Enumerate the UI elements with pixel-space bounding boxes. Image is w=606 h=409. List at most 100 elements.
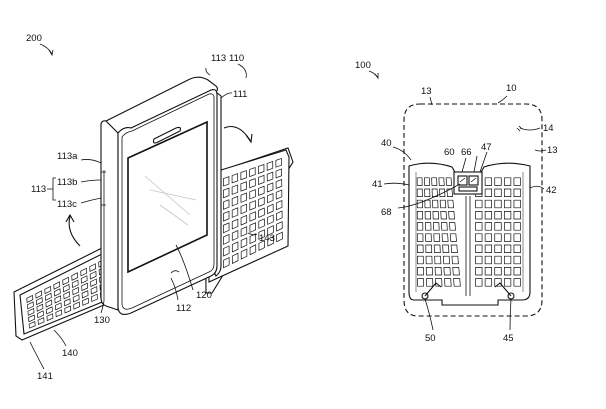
keyboard-key bbox=[240, 203, 248, 215]
keyboard-key bbox=[416, 177, 423, 186]
figure-ref-200: 200 bbox=[26, 33, 42, 44]
figure-200: 200 bbox=[13, 33, 294, 382]
keyboard-key bbox=[503, 199, 512, 209]
keyboard-key bbox=[484, 211, 493, 220]
keyboard-key bbox=[424, 211, 432, 220]
keyboard-key bbox=[28, 314, 35, 323]
keyboard-key bbox=[266, 182, 274, 193]
keyboard-key bbox=[431, 188, 438, 197]
keyboard-key bbox=[72, 294, 80, 303]
screen bbox=[127, 120, 208, 274]
keyboard-key bbox=[54, 295, 62, 304]
keyboard-key bbox=[416, 222, 424, 231]
keyboard-key bbox=[425, 244, 433, 253]
label-60: 60 bbox=[444, 147, 455, 158]
figure-ref-100: 100 bbox=[355, 60, 371, 71]
label-45: 45 bbox=[503, 333, 514, 344]
keyboard-key bbox=[249, 200, 256, 211]
earpiece bbox=[152, 126, 182, 144]
keyboard-key bbox=[441, 233, 449, 242]
keyboard-key bbox=[258, 174, 265, 185]
keyboard-key bbox=[445, 177, 453, 186]
keyboard-key bbox=[475, 222, 483, 231]
label-66: 66 bbox=[461, 147, 472, 158]
keyboard-key bbox=[35, 297, 43, 306]
label-113-top: 113 bbox=[211, 53, 226, 64]
keyboard-key bbox=[475, 278, 483, 287]
label-112: 112 bbox=[176, 303, 191, 314]
keyboard-key bbox=[258, 196, 265, 207]
keyboard-key bbox=[449, 233, 457, 242]
keyboard-key bbox=[484, 188, 493, 197]
keyboard-key bbox=[432, 222, 440, 231]
keyboard-key bbox=[275, 157, 282, 168]
keyboard-key bbox=[28, 321, 36, 329]
keyboard-key bbox=[44, 292, 52, 301]
keyboard-key bbox=[494, 222, 502, 231]
keyboard-key bbox=[71, 279, 79, 289]
keyboard-key bbox=[494, 177, 502, 186]
keyboard-key bbox=[72, 286, 80, 296]
keyboard-key bbox=[503, 244, 512, 253]
keyboard-key bbox=[55, 309, 63, 318]
label-110: 110 bbox=[229, 53, 244, 64]
keyboard-key bbox=[494, 211, 502, 220]
label-13-right: 13 bbox=[547, 145, 558, 156]
keyboard-key bbox=[439, 199, 447, 209]
keyboard-key bbox=[425, 267, 433, 276]
keyboard-key bbox=[258, 207, 265, 218]
keyboard-key bbox=[432, 199, 439, 209]
keyboard-key bbox=[62, 276, 70, 286]
keyboard-key bbox=[266, 160, 274, 171]
keyboard-key bbox=[37, 317, 45, 325]
keyboard-key bbox=[494, 188, 502, 197]
rotate-arrow-right bbox=[223, 125, 251, 141]
keyboard-key bbox=[503, 278, 512, 287]
keyboard-key bbox=[275, 200, 283, 211]
right-keyboard-panel bbox=[204, 147, 294, 294]
keyboard-key bbox=[432, 211, 439, 220]
label-14: 14 bbox=[543, 123, 554, 134]
keyboard-key bbox=[475, 255, 483, 265]
keyboard-key bbox=[90, 278, 97, 288]
keyboard-key bbox=[425, 255, 433, 265]
label-111: 111 bbox=[233, 89, 247, 100]
keyboard-key bbox=[80, 275, 88, 284]
device-outline bbox=[403, 103, 543, 317]
label-13-top: 13 bbox=[421, 86, 432, 97]
keyboard-key bbox=[45, 299, 53, 308]
keyboard-key bbox=[417, 278, 425, 287]
keyboard-key bbox=[89, 263, 97, 273]
keyboard-key bbox=[276, 210, 283, 221]
label-42: 42 bbox=[546, 185, 557, 196]
keyboard-key bbox=[494, 278, 502, 287]
keyboard-key bbox=[35, 290, 43, 299]
keyboard-key bbox=[240, 214, 248, 226]
keyboard-key bbox=[257, 164, 265, 174]
keyboard-key bbox=[416, 188, 423, 197]
keyboard-key bbox=[44, 285, 52, 295]
keyboard-key bbox=[37, 310, 44, 319]
keyboard-key bbox=[231, 218, 239, 230]
keyboard-key bbox=[438, 177, 445, 186]
keyboard-key bbox=[442, 255, 451, 265]
keyboard-key bbox=[503, 188, 512, 197]
keyboard-key bbox=[503, 177, 512, 186]
keyboard-key bbox=[494, 255, 502, 265]
label-40: 40 bbox=[381, 138, 392, 149]
keyboard-key bbox=[484, 199, 493, 209]
keyboard-key bbox=[91, 293, 98, 303]
keyboard-key bbox=[223, 210, 230, 222]
keyboard-key bbox=[46, 306, 53, 315]
rotate-arrow-left bbox=[68, 215, 81, 247]
keyboard-key bbox=[231, 207, 239, 218]
keyboard-key bbox=[452, 267, 460, 276]
keyboard-key bbox=[275, 168, 283, 179]
keyboard-key bbox=[267, 214, 274, 225]
keyboard-key bbox=[449, 222, 456, 231]
keyboard-key bbox=[222, 187, 230, 199]
keyboard-key bbox=[249, 167, 256, 178]
clip-50 bbox=[421, 282, 442, 300]
label-10: 10 bbox=[506, 83, 517, 94]
